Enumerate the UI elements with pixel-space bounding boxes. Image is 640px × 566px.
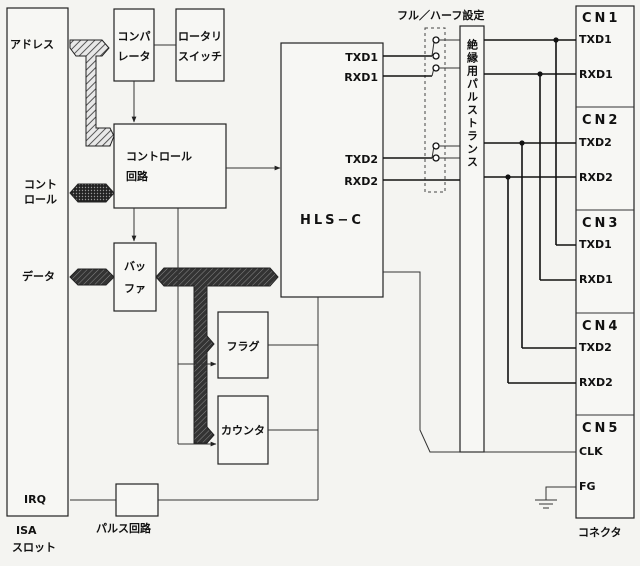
hlsc-pin-rxd1: RXD1 [344, 71, 378, 84]
cn5-clk: CLK [579, 445, 603, 458]
hlsc-pin-txd2: TXD2 [345, 153, 378, 166]
cn2-rxd2: RXD2 [579, 171, 613, 184]
cn1-label: CN1 [582, 11, 620, 26]
data-label: データ [22, 269, 55, 283]
isa-slot-label-2: スロット [12, 541, 56, 554]
transformer-label: 絶縁用パルストランス [466, 38, 479, 169]
rotary-switch-box [175, 8, 225, 82]
buffer-label-1: バッ [124, 260, 146, 273]
hlsc-box [280, 42, 384, 298]
rotary-switch-label-1: ロータリ [178, 30, 222, 43]
control-label-1: コント [24, 178, 57, 191]
hlsc-pin-rxd2: RXD2 [344, 175, 378, 188]
buffer-label-2: ファ [124, 282, 146, 295]
cn4-txd2: TXD2 [579, 341, 612, 354]
cn3-txd1: TXD1 [579, 238, 612, 251]
counter-label: カウンタ [221, 424, 265, 437]
data-bus-isa [69, 268, 115, 286]
cn3-rxd1: RXD1 [579, 273, 613, 286]
full-half-label: フル／ハーフ設定 [397, 8, 484, 22]
isa-slot-label-1: ISA [16, 524, 37, 537]
control-bus [69, 183, 115, 203]
irq-label: IRQ [24, 493, 46, 506]
cn2-label: CN2 [582, 113, 620, 128]
cn1-txd1: TXD1 [579, 33, 612, 46]
cn5-label: CN5 [582, 421, 620, 436]
pulse-circuit-label: パルス回路 [96, 521, 152, 535]
comparator-box [113, 8, 155, 82]
hlsc-label: HLS−C [300, 213, 364, 228]
cn4-rxd2: RXD2 [579, 376, 613, 389]
address-label: アドレス [10, 38, 54, 51]
control-circuit-box [113, 123, 227, 209]
cn4-label: CN4 [582, 319, 620, 334]
cn5-fg: FG [579, 480, 596, 493]
wiring [70, 36, 576, 509]
buffer-box [113, 242, 157, 312]
comparator-label-1: コンパ [118, 30, 151, 43]
control-label-2: ロール [24, 193, 57, 206]
flag-label: フラグ [227, 339, 260, 353]
cn1-rxd1: RXD1 [579, 68, 613, 81]
cn3-label: CN3 [582, 216, 620, 231]
connector-strip [575, 5, 635, 519]
comparator-label-2: レータ [118, 50, 151, 63]
hlsc-pin-txd1: TXD1 [345, 51, 378, 64]
counter-box [217, 395, 269, 465]
rotary-switch-label-2: スイッチ [178, 50, 222, 63]
control-circuit-label-2: 回路 [126, 169, 149, 183]
cn2-txd2: TXD2 [579, 136, 612, 149]
control-circuit-label-1: コントロール [126, 150, 192, 163]
connector-title: コネクタ [578, 526, 622, 539]
pulse-circuit-box [115, 483, 159, 517]
transformer-box [459, 25, 485, 453]
isa-slot-box [6, 7, 69, 517]
full-half-dashed-box [424, 27, 446, 193]
address-bus [69, 39, 115, 147]
